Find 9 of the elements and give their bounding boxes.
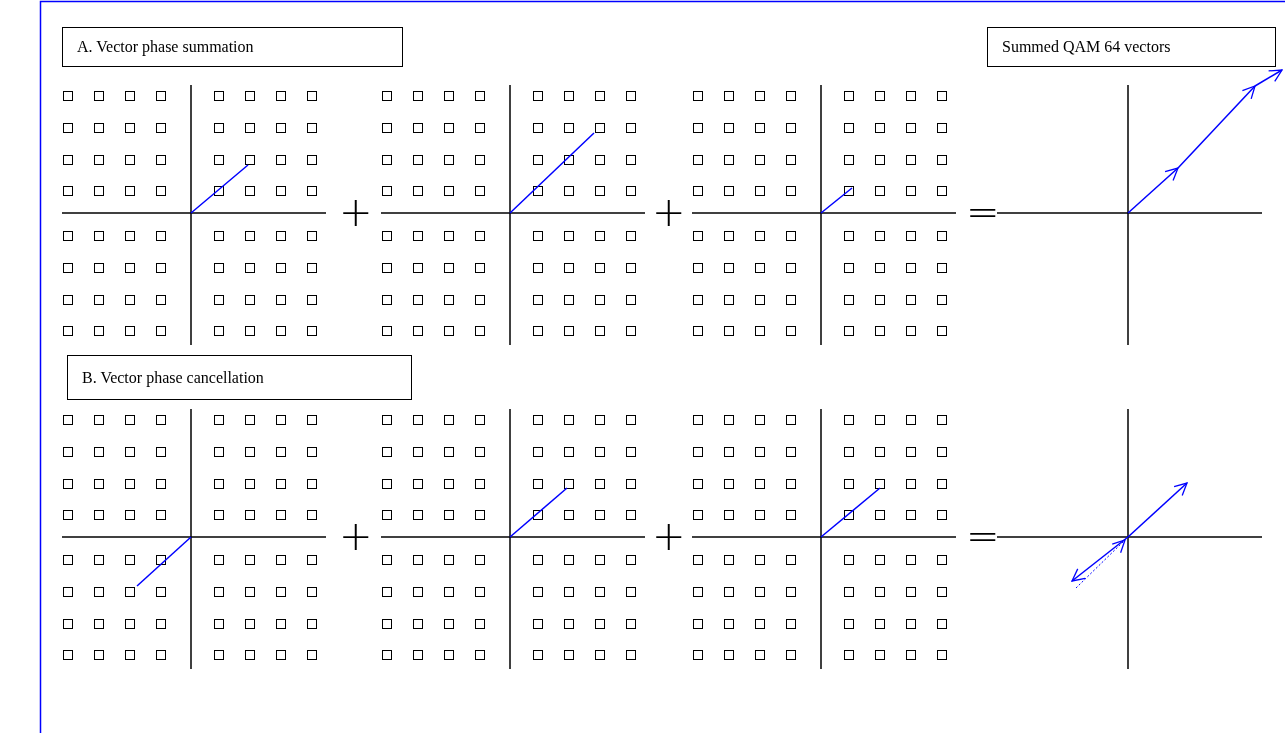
title-box: B. Vector phase cancellation xyxy=(67,355,412,400)
plus-sign: + xyxy=(339,192,373,232)
equals-sign: = xyxy=(966,192,1000,232)
title-box: A. Vector phase summation xyxy=(62,27,403,67)
plus-sign: + xyxy=(339,516,373,556)
plus-sign: + xyxy=(652,192,686,232)
plus-sign: + xyxy=(652,516,686,556)
equals-sign: = xyxy=(966,516,1000,556)
title-box: Summed QAM 64 vectors xyxy=(987,27,1276,67)
